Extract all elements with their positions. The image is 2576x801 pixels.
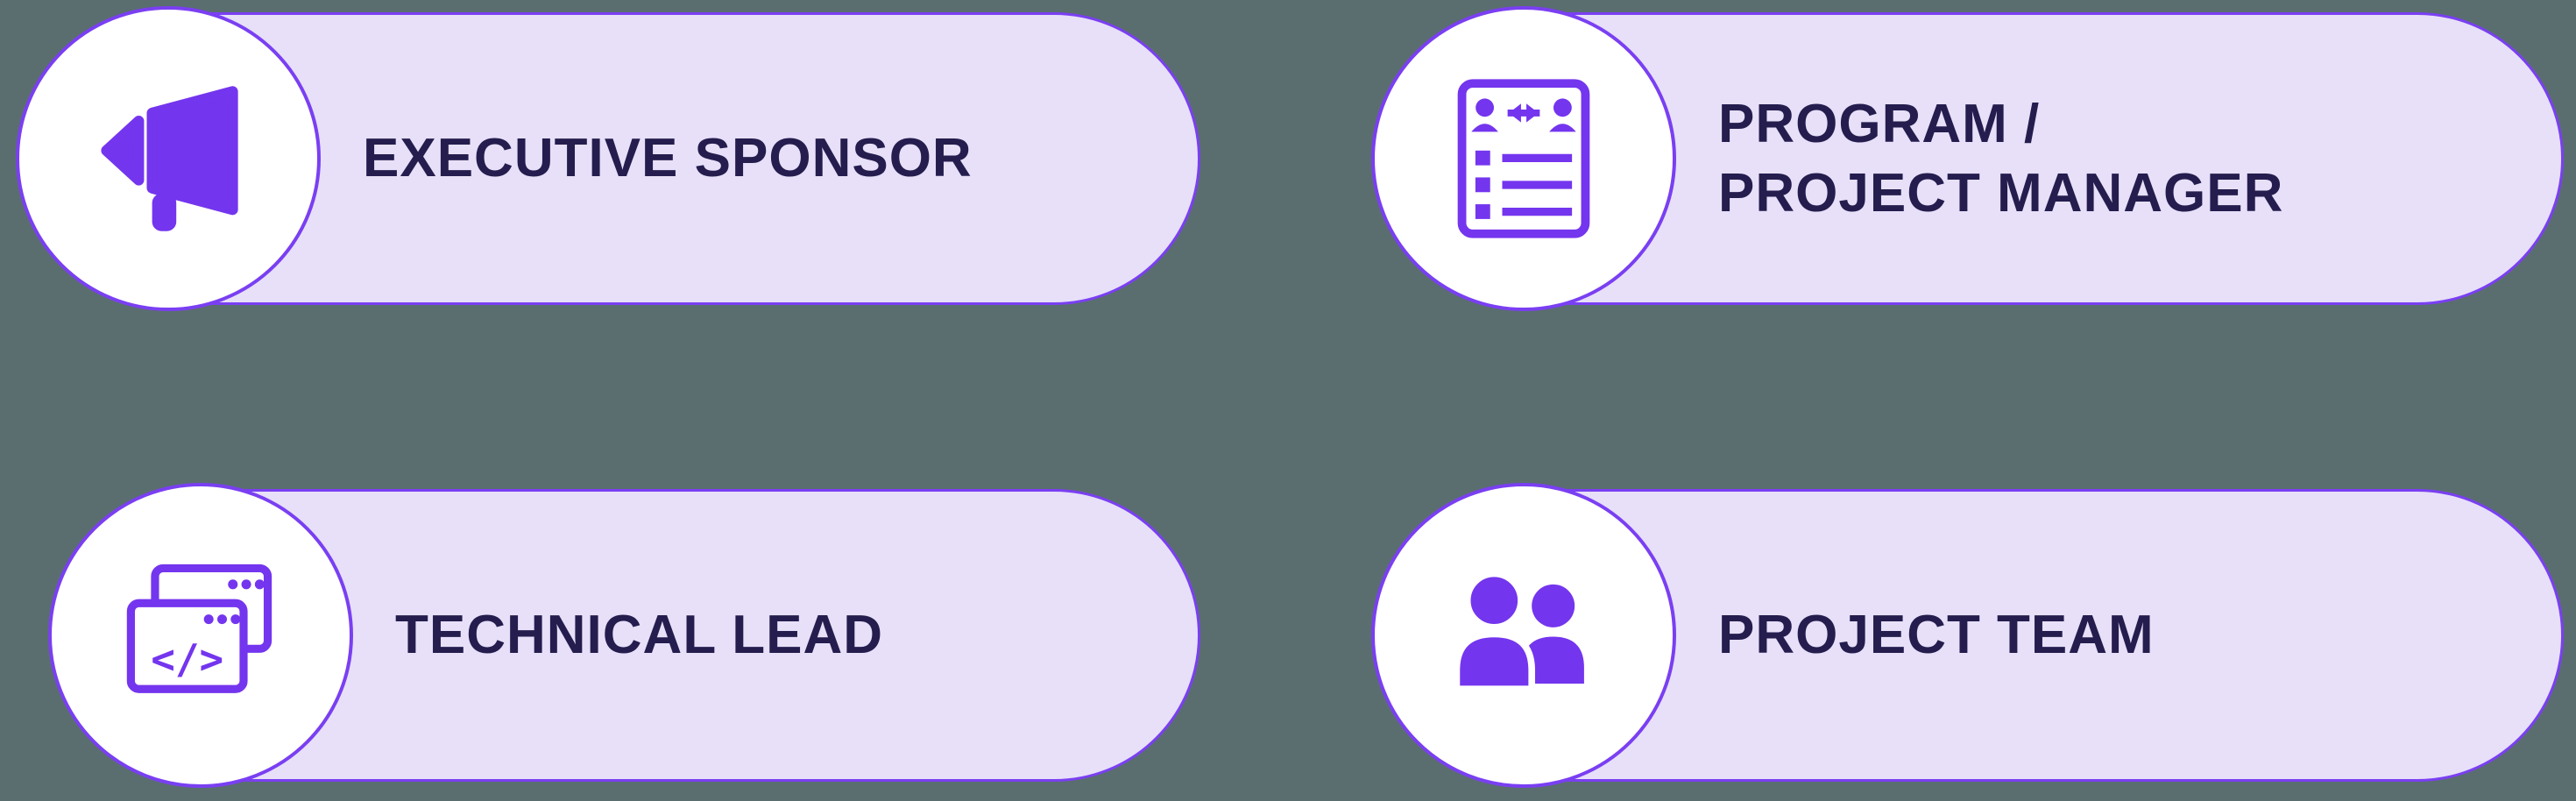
team-icon (1453, 570, 1584, 693)
svg-text:</>: </> (151, 635, 223, 683)
role-card-executive-sponsor: EXECUTIVE SPONSOR (16, 6, 1200, 311)
role-label: PROJECT TEAM (1718, 600, 2155, 670)
role-label-line: PROJECT TEAM (1718, 605, 2155, 666)
role-label-line: PROGRAM / (1718, 93, 2041, 154)
icon-circle (1371, 6, 1676, 311)
role-card-technical-lead: </> TECHNICAL LEAD (48, 483, 1200, 788)
stakeholders-checklist-icon (1457, 79, 1590, 238)
role-card-project-team: PROJECT TEAM (1371, 483, 2564, 788)
role-label: TECHNICAL LEAD (395, 600, 883, 670)
code-windows-icon: </> (126, 564, 272, 693)
icon-circle (16, 6, 321, 311)
role-label-line: TECHNICAL LEAD (395, 605, 884, 666)
role-label: EXECUTIVE SPONSOR (363, 124, 973, 193)
icon-circle (1371, 483, 1676, 788)
role-label-line: PROJECT MANAGER (1718, 163, 2284, 223)
role-label-line: EXECUTIVE SPONSOR (363, 128, 973, 189)
icon-circle: </> (48, 483, 353, 788)
megaphone-icon (101, 86, 238, 231)
role-card-program-project-manager: PROGRAM / PROJECT MANAGER (1371, 6, 2564, 311)
role-label: PROGRAM / PROJECT MANAGER (1718, 89, 2283, 229)
